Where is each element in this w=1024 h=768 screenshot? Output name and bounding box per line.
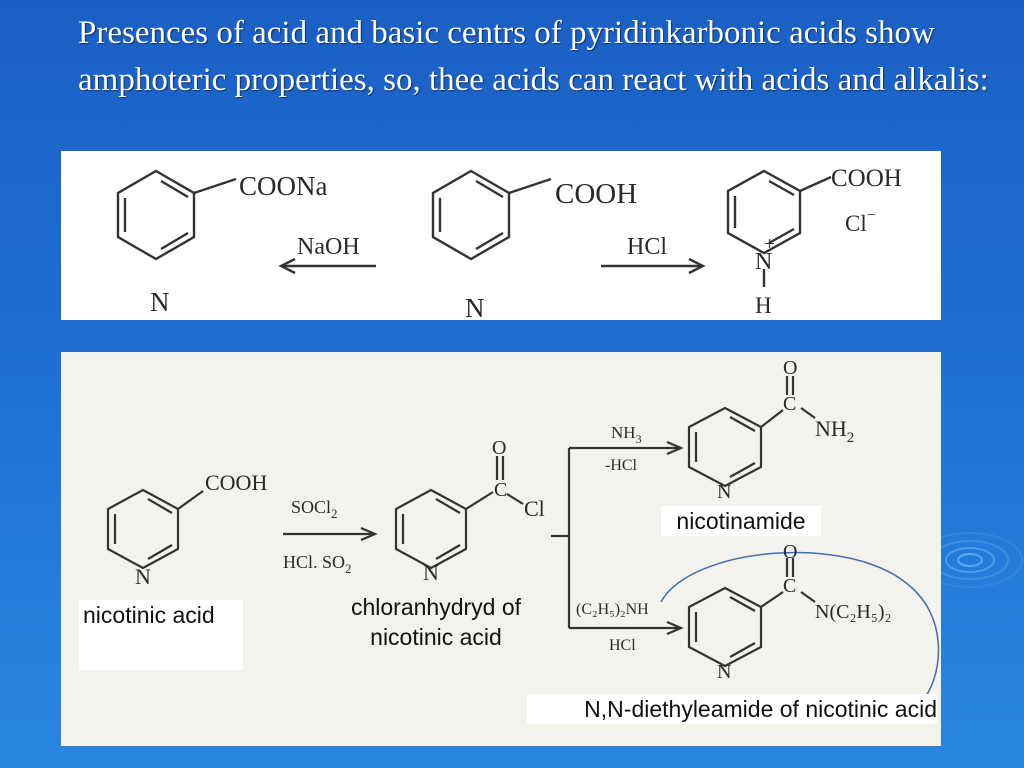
n-hydrogen: H <box>755 293 772 318</box>
amide-oxygen: O <box>783 357 797 379</box>
nicotinic-acid-label: nicotinic acid <box>83 602 215 628</box>
slide-title: Presences of acid and basic centrs of py… <box>78 15 989 98</box>
socl2-reagent: SOCl2 <box>291 497 338 521</box>
nicotinamide-label-box: nicotinamide <box>661 506 821 536</box>
diethylamide-ring <box>687 586 763 668</box>
chloranhydride-label-line1: chloranhydryd of <box>350 594 522 620</box>
acyl-chlorine: Cl <box>524 496 545 521</box>
diethylamide-oxygen: O <box>783 541 797 563</box>
amide-carbon: C <box>783 393 796 415</box>
pyridine-ring-2 <box>431 169 511 261</box>
diethylamide-label-box: N,N-diethyleamide of nicotinic acid <box>527 694 937 724</box>
amphoteric-reaction-scheme: COONa NaOH N COOH N HCl COOH Cl− N + H <box>61 151 941 320</box>
water-ripple-decoration <box>930 532 1023 588</box>
annotation-circle <box>660 551 940 703</box>
chloranhydride-label-box: chloranhydryd of nicotinic acid <box>331 592 541 656</box>
diethylamide-ring-nitrogen: N <box>717 661 731 683</box>
diethylamide-carbon: C <box>783 575 796 597</box>
pyridine-ring-1 <box>116 169 196 261</box>
diethylamide-label: N,N-diethyleamide of nicotinic acid <box>584 696 937 722</box>
nicotinic-acid-label-box: nicotinic acid <box>79 600 243 670</box>
amide-nh2-group: NH2 <box>815 416 854 446</box>
cooh-group-right: COOH <box>831 165 902 192</box>
chloranhydride-ring-nitrogen: N <box>423 560 439 585</box>
acyl-carbon: C <box>494 479 507 501</box>
coona-group: COONa <box>239 171 328 201</box>
hcl-byproduct-bottom: HCl <box>609 637 636 654</box>
ring-2-nitrogen: N <box>465 293 485 320</box>
ammonia-reagent: NH3 <box>611 423 642 446</box>
amphoteric-scheme-drawing: COONa NaOH N COOH N HCl COOH Cl− N + H <box>116 165 902 320</box>
hcl-reagent: HCl <box>627 234 667 260</box>
diethylamine-reagent: (C₂H₅)₂NH <box>576 601 649 618</box>
nicotinamide-ring-nitrogen: N <box>717 481 731 503</box>
derivatives-scheme-drawing: COOH N SOCl2 HCl. SO2 O C Cl N NH3 -HCl … <box>106 357 940 703</box>
nicotinic-acid-ring <box>106 488 180 570</box>
diethylamino-group: N(C₂H₅)₂ <box>815 601 891 623</box>
ring-1-nitrogen: N <box>150 287 170 317</box>
nicotinic-acid-derivatives-scheme: COOH N SOCl2 HCl. SO2 O C Cl N NH3 -HCl … <box>61 352 941 746</box>
positive-charge: + <box>764 234 775 255</box>
nicotinic-ring-nitrogen: N <box>135 564 151 589</box>
pyridinium-nitrogen: N <box>755 249 772 275</box>
hcl-so2-byproducts: HCl. SO2 <box>283 552 352 576</box>
hcl-byproduct-top: -HCl <box>605 457 638 474</box>
nicotinamide-label: nicotinamide <box>676 508 806 534</box>
chloride-ion: Cl− <box>845 207 876 236</box>
chloranhydride-label-line2: nicotinic acid <box>370 624 502 650</box>
acyl-oxygen: O <box>492 437 506 459</box>
chloranhydride-ring <box>394 488 468 570</box>
nicotinamide-ring <box>687 406 763 488</box>
cooh-group-middle: COOH <box>555 178 637 210</box>
naoh-reagent: NaOH <box>297 234 360 260</box>
nicotinic-cooh-group: COOH <box>205 470 267 495</box>
